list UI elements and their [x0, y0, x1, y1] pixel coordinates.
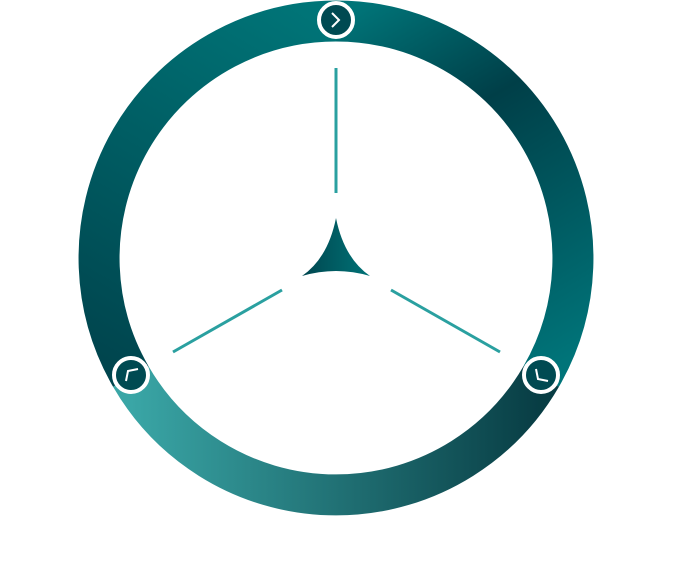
marker-left[interactable]	[112, 356, 150, 394]
marker-right[interactable]	[522, 356, 560, 394]
center-triangle	[302, 218, 370, 276]
marker-top[interactable]	[317, 1, 355, 39]
ring-segment-1	[335, 0, 594, 387]
spoke-left	[172, 288, 283, 354]
chevron-down-right-icon	[535, 368, 549, 382]
chevron-up-left-icon	[125, 368, 139, 382]
spoke-right	[390, 288, 501, 354]
chevron-right-icon	[331, 12, 341, 28]
ring-segment-2	[113, 366, 559, 516]
ring-segment-3	[78, 0, 337, 387]
